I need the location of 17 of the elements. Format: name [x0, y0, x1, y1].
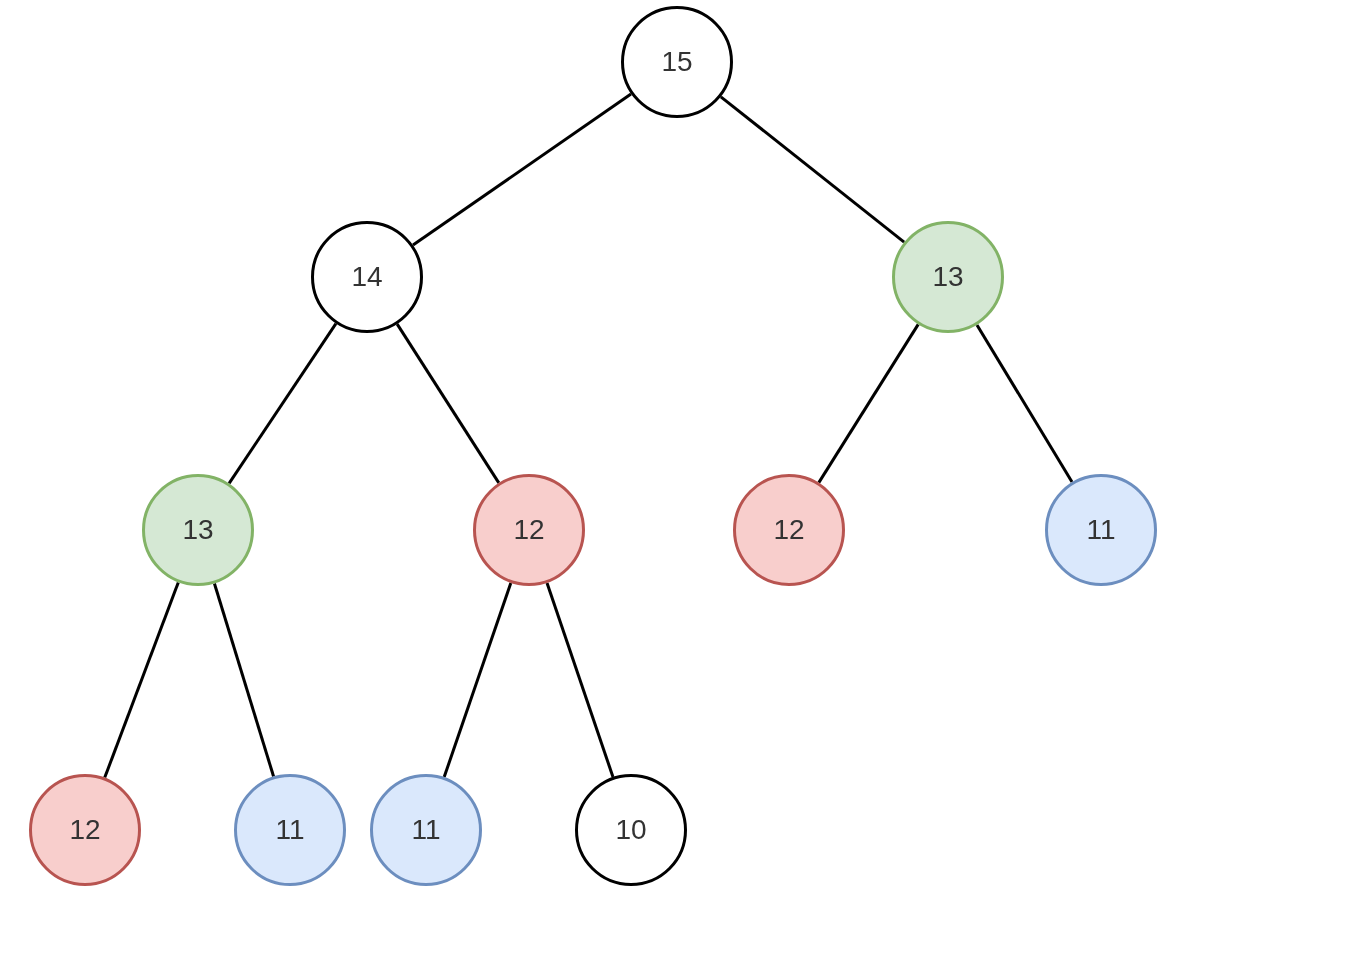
node-value: 11 [1086, 513, 1116, 547]
node-value: 11 [275, 813, 305, 847]
node-value: 12 [69, 813, 101, 847]
node-value: 11 [411, 813, 441, 847]
node-value: 13 [182, 513, 214, 547]
connector-line [395, 323, 501, 484]
node-value: 13 [932, 260, 964, 294]
connector-line [719, 95, 906, 244]
connector-line [975, 324, 1074, 483]
node-value: 12 [513, 513, 545, 547]
node-value: 15 [661, 45, 693, 79]
node-value: 10 [615, 813, 647, 847]
connector-line [412, 92, 632, 247]
connector-line [227, 322, 338, 485]
node-value: 12 [773, 513, 805, 547]
node-value: 14 [351, 260, 383, 294]
connector-line [817, 323, 920, 484]
